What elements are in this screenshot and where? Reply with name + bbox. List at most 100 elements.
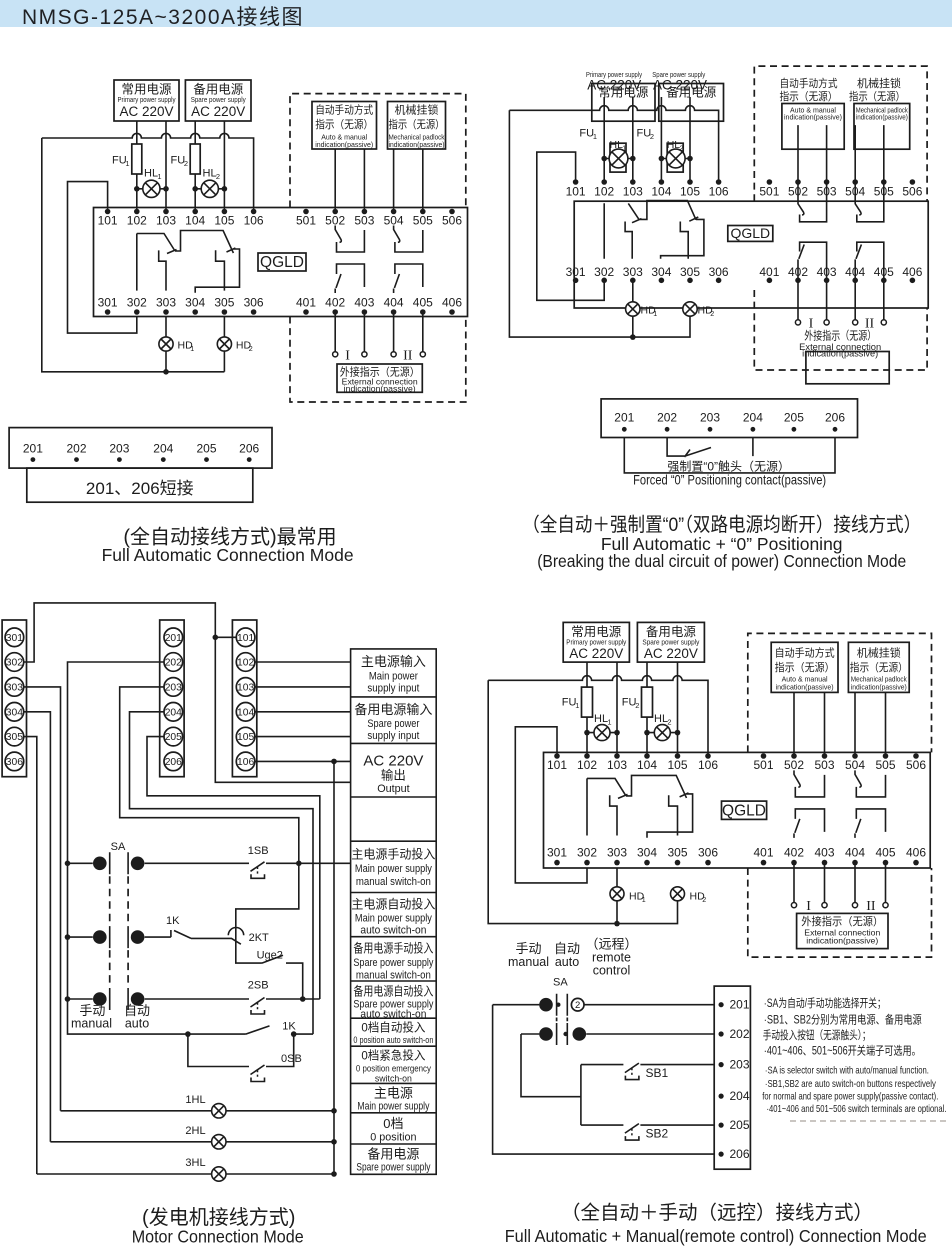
br-roman-1: I — [806, 899, 811, 914]
br-fuse-label-fu2-sub: 2 — [635, 701, 639, 710]
tr-roman-2: II — [865, 317, 875, 332]
diagram-full-automatic: 常用电源 Primary power supply AC 220V 备用电源 S… — [8, 79, 469, 565]
br-power2-zh: 备用电源 — [646, 625, 697, 639]
br-terminal-306: 306 — [698, 846, 718, 860]
tr-left-outer-wire — [508, 110, 691, 338]
bl-strip-201-label-0: 201 — [165, 633, 182, 644]
bl-table-row8-zh: 备用电源自动投入 — [353, 984, 433, 999]
br-power1-zh: 常用电源 — [571, 625, 622, 639]
junction-dot — [74, 457, 79, 462]
bl-2kt-label: 2KT — [249, 932, 269, 944]
br-terminal-503: 503 — [814, 758, 834, 772]
bl-table-row7-zh: 备用电源手动投入 — [353, 941, 433, 956]
bl-table-row3-en2: Output — [377, 783, 409, 795]
bl-table-row2-en2: supply input — [367, 730, 419, 742]
br-strip-terminal-203: 203 — [730, 1058, 750, 1072]
junction-dot — [64, 934, 71, 940]
tl-terminal-506: 506 — [442, 214, 462, 228]
tr-power-box-primary — [590, 82, 656, 123]
tr-ind1-en1: Auto & manual — [790, 106, 836, 115]
junction-dot — [204, 457, 209, 462]
tl-ext-zh: 外接指示（无源） — [340, 365, 420, 379]
tl-101-302-wire — [66, 180, 138, 334]
tl-power1-zh: 常用电源 — [121, 83, 172, 97]
junction-dot — [750, 426, 756, 432]
br-sb1-actuator — [624, 1075, 640, 1081]
tr-power2-voltage: AC 220V — [653, 78, 707, 93]
br-terminal-406: 406 — [906, 846, 926, 860]
bl-strip-101 — [231, 619, 258, 778]
junction-dot — [221, 208, 228, 215]
terminal-ring — [794, 319, 802, 326]
tr-caption-en1: Full Automatic + “0” Positioning — [601, 534, 843, 554]
junction-dot — [601, 179, 607, 185]
terminal-ring — [361, 350, 368, 358]
br-changeover-contacts — [586, 774, 694, 838]
tl-terminal-303: 303 — [156, 296, 176, 310]
br-sa-tag-circle — [570, 997, 585, 1012]
tl-power-wires — [136, 121, 226, 212]
tl-terminal-305: 305 — [214, 296, 234, 310]
tl-terminal-301: 301 — [98, 296, 118, 310]
tr-terminal-302: 302 — [594, 265, 614, 279]
tl-strip-terminal-201: 201 — [23, 442, 43, 456]
junction-dot — [715, 277, 722, 284]
br-101-302-wire — [514, 726, 588, 884]
tr-lamp-hl1-cross — [611, 151, 626, 166]
br-sa-tag: 2 — [575, 1000, 580, 1011]
junction-dot — [630, 155, 636, 162]
tl-device-box — [92, 206, 469, 318]
bl-strip-301-label-5: 306 — [6, 757, 23, 768]
tl-terminal-406: 406 — [442, 296, 462, 310]
tl-fuse-label-fu2-sub: 2 — [184, 159, 188, 168]
junction-dot — [718, 1062, 724, 1068]
junction-dot — [766, 179, 773, 185]
tl-power2-voltage: AC 220V — [191, 104, 245, 119]
br-terminal-405: 405 — [875, 846, 895, 860]
bl-table-row7-en2: manual switch-on — [356, 970, 431, 982]
bl-table-row5-en1: Main power supply — [355, 863, 433, 875]
tr-terminal-106: 106 — [709, 185, 729, 199]
tl-lamp-hl1-cross — [144, 182, 159, 196]
bl-strip-301 — [1, 619, 28, 778]
tr-fuse-label-fu1: FU — [579, 128, 594, 140]
junction-dot — [163, 186, 169, 192]
tr-qgld-label: QGLD — [730, 225, 770, 241]
bl-table-row1-zh: 主电源输入 — [361, 654, 426, 669]
tr-101-302-wire — [536, 151, 605, 302]
br-power1-en: Primary power supply — [566, 637, 626, 646]
br-note-zh-3: 手动投入按钮（无源触头）； — [763, 1028, 871, 1042]
bl-sa-label: SA — [111, 841, 126, 853]
tl-power1-en: Primary power supply — [118, 95, 176, 104]
br-strip-terminal-204: 204 — [730, 1089, 750, 1103]
bl-table-row9-zh: 0档自动投入 — [361, 1020, 425, 1035]
bl-sa-button — [93, 856, 107, 871]
tr-forced-zh: 强制置“0”触头（无源） — [667, 460, 790, 474]
br-terminal-403: 403 — [814, 846, 834, 860]
bl-2sb-actuator — [250, 1010, 266, 1015]
tl-lamp-hd2-cross — [218, 338, 230, 350]
tr-power1-voltage: AC 220V — [587, 78, 641, 93]
br-contact-no — [854, 808, 887, 838]
bl-strip-101-label-3: 104 — [237, 707, 254, 718]
bl-strip-301-label-2: 303 — [6, 683, 23, 694]
br-sa-label: SA — [553, 977, 568, 989]
tl-lamp-label-hd1: HD — [178, 340, 194, 352]
tr-lamp-hl2-cross — [668, 151, 683, 166]
tl-strip-terminal-205: 205 — [196, 442, 216, 456]
bl-strip-201 — [158, 619, 185, 778]
br-terminal-301: 301 — [547, 846, 567, 860]
br-lamp-label-hd1-sub: 1 — [642, 896, 646, 904]
br-terminal-506: 506 — [906, 758, 926, 772]
tl-caption-zh: (全自动接线方式)最常用 — [123, 526, 336, 549]
tl-terminal-101: 101 — [98, 214, 118, 228]
tr-ext-box — [805, 350, 891, 385]
tl-terminal-502: 502 — [325, 214, 345, 228]
junction-dot — [192, 186, 198, 192]
br-terminal-404: 404 — [845, 846, 865, 860]
bl-2sb-blade — [250, 996, 265, 1008]
tl-terminal-405: 405 — [413, 296, 433, 310]
tl-ind1-en1: Auto & manual — [321, 133, 367, 142]
junction-dot — [852, 753, 858, 759]
bl-strip-301-label-4: 305 — [6, 732, 23, 743]
